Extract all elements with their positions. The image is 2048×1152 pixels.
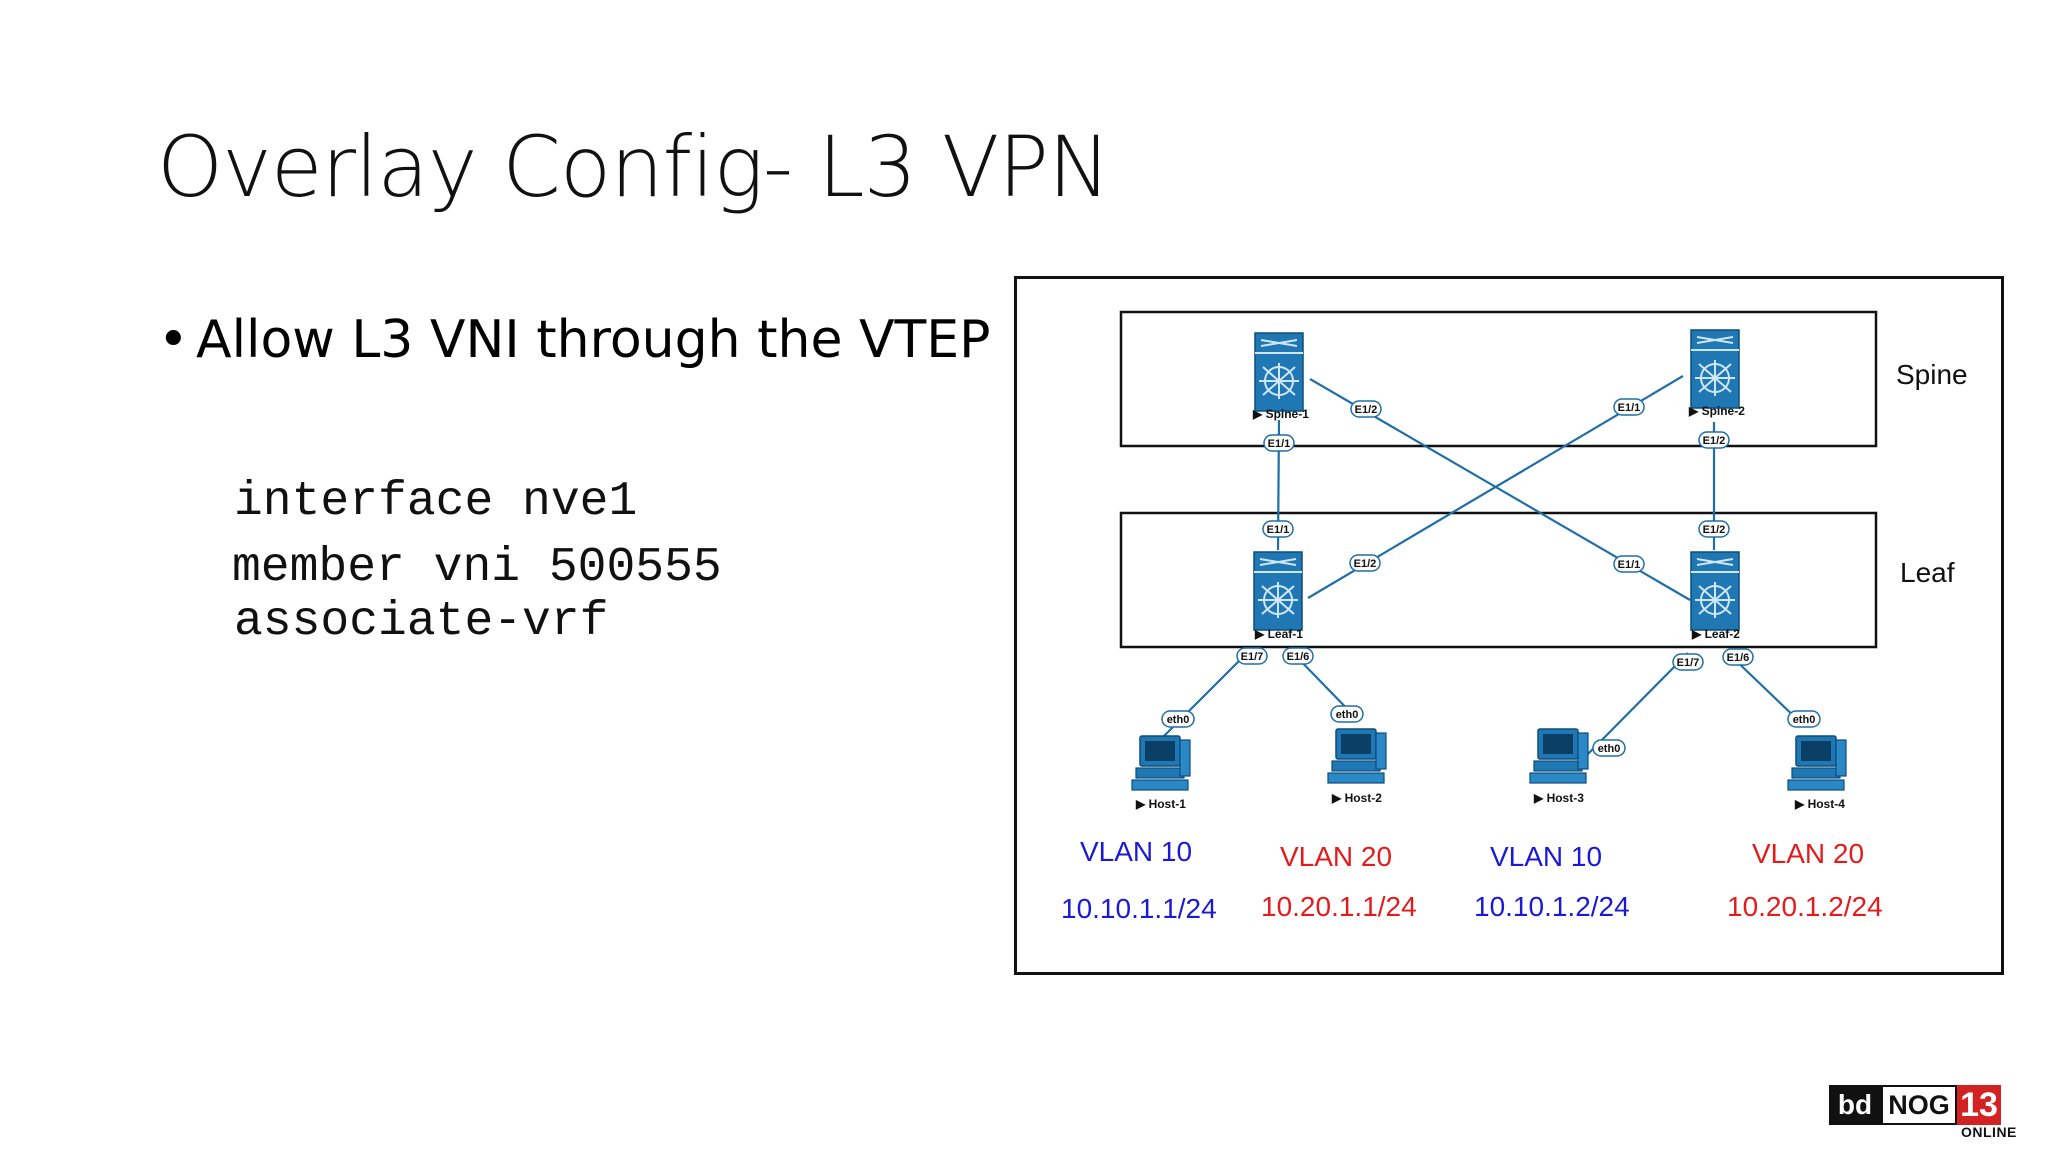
svg-text:E1/2: E1/2 bbox=[1703, 435, 1726, 447]
svg-text:eth0: eth0 bbox=[1793, 714, 1816, 726]
port-badge: E1/6 bbox=[1282, 647, 1314, 665]
svg-text:E1/6: E1/6 bbox=[1727, 652, 1750, 664]
leaf1-label: ▶ Leaf-1 bbox=[1254, 627, 1303, 641]
leaf2-label: ▶ Leaf-2 bbox=[1691, 627, 1740, 641]
leaf-tier-label: Leaf bbox=[1900, 557, 1955, 588]
port-badge: E1/1 bbox=[1263, 434, 1295, 452]
svg-text:E1/2: E1/2 bbox=[1355, 404, 1378, 416]
link-leaf2-host3 bbox=[1585, 652, 1689, 757]
host3-ip: 10.10.1.2/24 bbox=[1474, 891, 1630, 922]
port-badge: eth0 bbox=[1592, 739, 1626, 757]
port-badge: eth0 bbox=[1330, 705, 1364, 723]
svg-text:E1/2: E1/2 bbox=[1703, 524, 1726, 536]
spine1-switch-icon bbox=[1254, 332, 1304, 412]
code-line-2: member vni 500555 bbox=[232, 541, 722, 595]
svg-text:eth0: eth0 bbox=[1336, 709, 1359, 721]
port-badge: E1/2 bbox=[1350, 400, 1382, 418]
port-badge: E1/1 bbox=[1613, 398, 1645, 416]
slide-title: Overlay Config- L3 VPN bbox=[157, 118, 1111, 216]
port-badge: E1/2 bbox=[1349, 554, 1381, 572]
spine2-switch-icon bbox=[1690, 329, 1740, 409]
svg-text:E1/1: E1/1 bbox=[1618, 559, 1641, 571]
diagram-frame bbox=[1014, 276, 2004, 975]
host1-vlan: VLAN 10 bbox=[1080, 836, 1192, 867]
spine-tier-label: Spine bbox=[1896, 359, 1968, 390]
logo-nog: NOG bbox=[1881, 1085, 1957, 1125]
bullet-text: Allow L3 VNI through the VTEP bbox=[196, 310, 991, 370]
svg-text:eth0: eth0 bbox=[1167, 714, 1190, 726]
host2-ip: 10.20.1.1/24 bbox=[1261, 891, 1417, 922]
host4-vlan: VLAN 20 bbox=[1752, 838, 1864, 869]
port-badge: E1/1 bbox=[1613, 555, 1645, 573]
host4-computer-icon bbox=[1787, 735, 1847, 791]
host4-label: ▶ Host-4 bbox=[1794, 797, 1845, 811]
host3-label: ▶ Host-3 bbox=[1533, 791, 1584, 805]
bdnog-logo: bd NOG 13 bbox=[1829, 1085, 2001, 1125]
spine2-label: ▶ Spine-2 bbox=[1688, 404, 1745, 418]
logo-online: ONLINE bbox=[1961, 1124, 2017, 1140]
port-badge: E1/7 bbox=[1236, 647, 1268, 665]
host1-ip: 10.10.1.1/24 bbox=[1061, 893, 1217, 924]
svg-text:E1/7: E1/7 bbox=[1677, 657, 1700, 669]
port-badge: E1/6 bbox=[1722, 648, 1754, 666]
spine1-label: ▶ Spine-1 bbox=[1252, 407, 1309, 421]
svg-text:E1/1: E1/1 bbox=[1267, 524, 1290, 536]
leaf2-switch-icon bbox=[1690, 551, 1740, 631]
svg-text:E1/1: E1/1 bbox=[1268, 438, 1291, 450]
host1-computer-icon bbox=[1131, 735, 1191, 791]
port-badge: E1/7 bbox=[1672, 653, 1704, 671]
host3-computer-icon bbox=[1529, 728, 1589, 784]
port-badge: E1/2 bbox=[1698, 431, 1730, 449]
logo-number: 13 bbox=[1957, 1085, 2001, 1125]
leaf-tier-box bbox=[1119, 511, 1878, 649]
host2-computer-icon bbox=[1327, 728, 1387, 784]
host2-label: ▶ Host-2 bbox=[1331, 791, 1382, 805]
code-line-3: associate-vrf bbox=[234, 595, 609, 649]
spine-tier-box bbox=[1119, 310, 1878, 448]
svg-text:E1/2: E1/2 bbox=[1354, 558, 1377, 570]
host1-label: ▶ Host-1 bbox=[1135, 797, 1186, 811]
port-badge: eth0 bbox=[1161, 710, 1195, 728]
port-badge: E1/1 bbox=[1262, 520, 1294, 538]
leaf1-switch-icon bbox=[1253, 551, 1303, 631]
logo-bd: bd bbox=[1829, 1085, 1881, 1125]
svg-text:E1/7: E1/7 bbox=[1241, 651, 1264, 663]
bullet-dot: • bbox=[158, 310, 189, 370]
svg-text:E1/1: E1/1 bbox=[1618, 402, 1641, 414]
port-badge: E1/2 bbox=[1698, 520, 1730, 538]
host4-ip: 10.20.1.2/24 bbox=[1727, 891, 1883, 922]
host3-vlan: VLAN 10 bbox=[1490, 841, 1602, 872]
code-line-1: interface nve1 bbox=[234, 475, 638, 529]
svg-text:E1/6: E1/6 bbox=[1287, 651, 1310, 663]
port-badge: eth0 bbox=[1787, 710, 1821, 728]
svg-text:eth0: eth0 bbox=[1598, 743, 1621, 755]
host2-vlan: VLAN 20 bbox=[1280, 841, 1392, 872]
bullet-item: •Allow L3 VNI through the VTEP bbox=[158, 310, 991, 370]
